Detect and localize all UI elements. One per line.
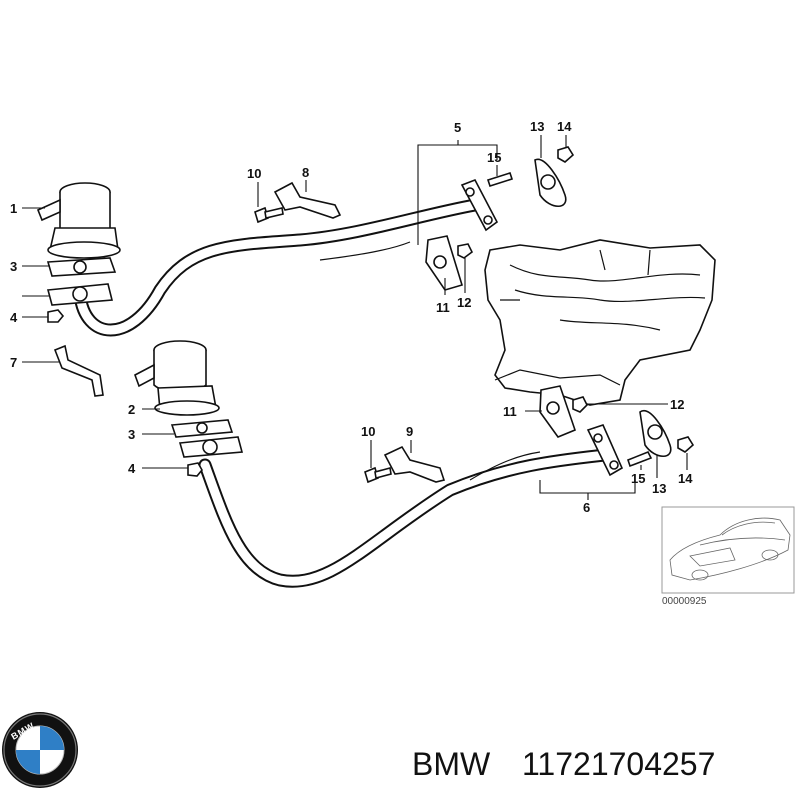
part-number: 11721704257: [522, 746, 715, 782]
callout-8: 8: [302, 165, 309, 180]
upper-flange-11: [425, 235, 464, 291]
callout-12-upper: 12: [457, 295, 471, 310]
leader-lines: [22, 135, 688, 500]
callout-14-upper: 14: [557, 119, 572, 134]
callout-7: 7: [10, 355, 17, 370]
callout-labels: 1 3 4 7 2 3 4 5 15 13 14 10 8 11 12 11 1…: [10, 119, 693, 515]
car-sketch: [669, 517, 791, 581]
upper-nut-14: [557, 146, 575, 163]
callout-6: 6: [583, 500, 590, 515]
upper-gasket: [46, 257, 117, 277]
callout-13-lower: 13: [652, 481, 666, 496]
engine-block: [484, 239, 716, 406]
upper-valve: [36, 182, 121, 259]
callout-11-upper: 11: [436, 300, 450, 315]
lower-stud-15: [627, 450, 653, 468]
callout-11-lower: 11: [503, 404, 517, 419]
lower-valve: [134, 340, 220, 416]
callout-9: 9: [406, 424, 413, 439]
upper-stud-15: [486, 171, 514, 188]
callout-12-lower: 12: [670, 397, 684, 412]
upper-pipe: [73, 198, 482, 337]
callout-10-upper: 10: [247, 166, 261, 181]
upper-bolt-10: [254, 206, 284, 224]
lower-nut-12: [572, 396, 588, 413]
callout-3-upper: 3: [10, 259, 17, 274]
lower-flange-11: [539, 385, 576, 438]
vehicle-thumbnail: 00000925: [661, 506, 795, 607]
lower-pipe: [198, 448, 612, 588]
callout-15-upper: 15: [487, 150, 501, 165]
logo-blue-quadrant-1: [40, 726, 64, 750]
upper-pipe-flange: [460, 178, 499, 232]
callout-5: 5: [454, 120, 461, 135]
lower-bolt-10: [364, 466, 392, 484]
lower-nut-14: [677, 436, 695, 453]
thumbnail-code: 00000925: [662, 596, 707, 607]
lower-bracket-9: [383, 445, 446, 483]
lower-gasket-13: [639, 410, 672, 458]
callout-15-lower: 15: [631, 471, 645, 486]
bmw-logo: BMW: [2, 712, 78, 788]
logo-blue-quadrant-2: [16, 750, 40, 774]
upper-bracket-8: [273, 181, 342, 219]
lower-flange: [178, 436, 244, 458]
lower-gasket: [170, 419, 234, 438]
brand-name: BMW: [412, 746, 491, 782]
upper-gasket-13: [534, 158, 567, 208]
upper-flange: [46, 283, 114, 306]
callout-14-lower: 14: [678, 471, 693, 486]
callout-10-lower: 10: [361, 424, 375, 439]
callout-2: 2: [128, 402, 135, 417]
bracket-7: [53, 344, 104, 397]
upper-nut: [47, 309, 65, 323]
lower-nut: [187, 462, 203, 477]
lower-pipe-flange: [586, 424, 624, 477]
callout-3-lower: 3: [128, 427, 135, 442]
upper-nut-12: [457, 243, 474, 259]
callout-1: 1: [10, 201, 17, 216]
callout-4-upper: 4: [10, 310, 18, 325]
callout-4-lower: 4: [128, 461, 136, 476]
callout-13-upper: 13: [530, 119, 544, 134]
